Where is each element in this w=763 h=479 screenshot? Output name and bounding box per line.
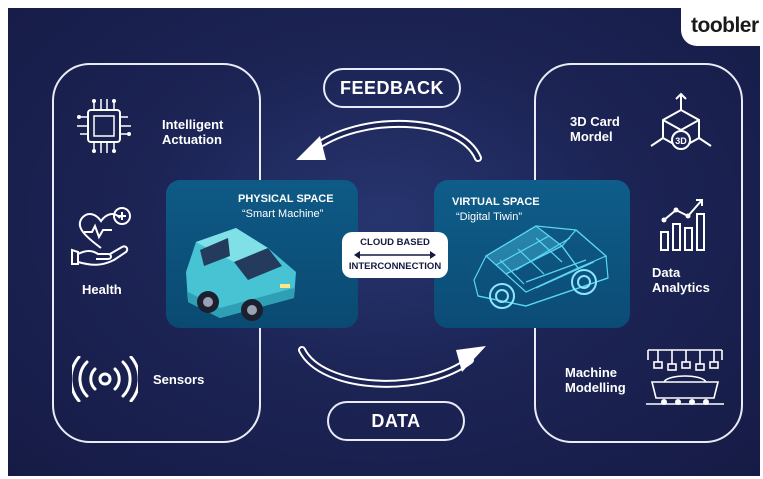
left-item-2-label: Health (82, 282, 122, 297)
heart-hand-icon (71, 207, 131, 266)
feedback-arrow (296, 119, 482, 162)
left-item-3-label: Sensors (153, 372, 205, 387)
physical-space-subtitle: “Smart Machine” (242, 208, 324, 220)
right-item-3-label: Machine Modelling (565, 365, 626, 395)
data-label: DATA (327, 401, 465, 441)
physical-space-title: PHYSICAL SPACE (238, 193, 334, 205)
chip-icon (77, 99, 131, 153)
wireframe-car-icon (473, 225, 609, 309)
feedback-label: FEEDBACK (323, 68, 461, 108)
logo-text: toobler (691, 14, 759, 37)
double-arrow-icon (354, 251, 436, 259)
data-arrow (298, 346, 486, 388)
brand-logo: toobler (681, 8, 763, 46)
car-icon (186, 228, 296, 321)
cloud-interconnection: CLOUD BASED INTERCONNECTION (342, 232, 448, 278)
left-item-1-label: Intelligent Actuation (162, 117, 224, 147)
bar-chart-icon (660, 199, 705, 251)
right-item-2-label: Data Analytics (652, 265, 710, 295)
cloud-line2: INTERCONNECTION (348, 261, 442, 272)
signal-waves-icon (72, 356, 138, 402)
machine-line-icon (646, 349, 724, 405)
virtual-space-subtitle: “Digital Tiwin” (456, 211, 523, 223)
cloud-line1: CLOUD BASED (360, 237, 430, 248)
right-item-1-label: 3D Card Mordel (570, 114, 620, 144)
3d-cube-icon: 3D (650, 92, 712, 150)
svg-text:3D: 3D (675, 136, 687, 146)
virtual-space-title: VIRTUAL SPACE (452, 196, 540, 208)
